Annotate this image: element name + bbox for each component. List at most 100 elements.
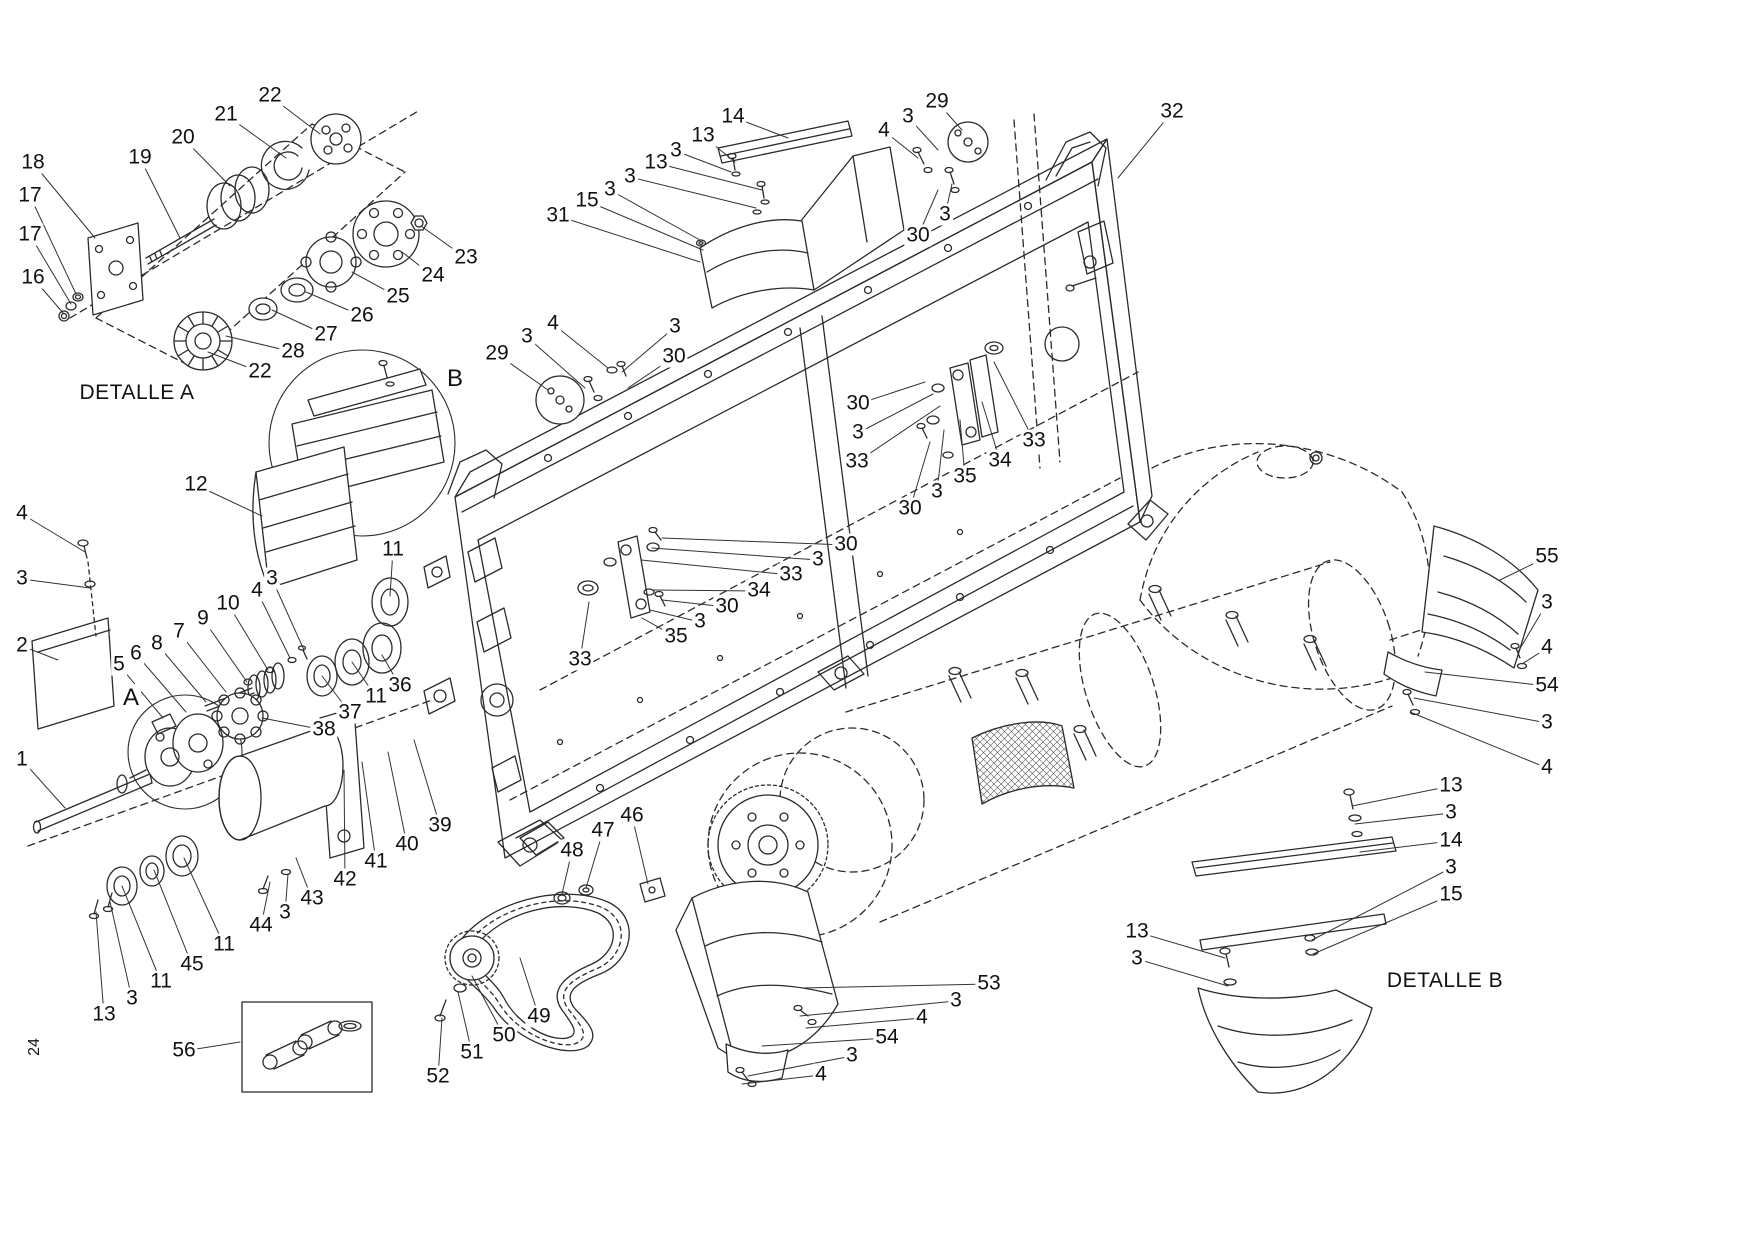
callout-3: 3 — [264, 566, 280, 590]
callout-47: 47 — [589, 818, 617, 842]
callout-13: 13 — [642, 150, 670, 174]
callout-35: 35 — [951, 464, 979, 488]
callout-3: 3 — [602, 177, 618, 201]
drive-sprocket — [707, 784, 829, 906]
page-number: 24 — [25, 1038, 43, 1056]
cover-disc-29 — [535, 360, 627, 425]
top-deflector-assembly — [695, 120, 989, 309]
callout-24: 24 — [419, 263, 447, 287]
callout-28: 28 — [279, 339, 307, 363]
callout-13: 13 — [90, 1002, 118, 1026]
shield-strip-54-right — [1383, 651, 1443, 697]
callout-3: 3 — [1539, 590, 1555, 614]
callout-21: 21 — [212, 102, 240, 126]
callout-3: 3 — [1443, 800, 1459, 824]
callout-3: 3 — [948, 988, 964, 1012]
callout-14: 14 — [719, 104, 747, 128]
callout-27: 27 — [312, 322, 340, 346]
callout-22: 22 — [256, 83, 284, 107]
callout-15: 15 — [573, 188, 601, 212]
callout-7: 7 — [171, 619, 187, 643]
drive-chain — [434, 877, 666, 1052]
side-shield-55 — [1421, 525, 1539, 669]
callout-13: 13 — [689, 123, 717, 147]
callout-33: 33 — [1020, 428, 1048, 452]
callout-12: 12 — [182, 472, 210, 496]
callout-37: 37 — [336, 700, 364, 724]
callout-3: 3 — [844, 1043, 860, 1067]
callout-3: 3 — [1129, 946, 1145, 970]
callout-3: 3 — [622, 164, 638, 188]
callout-30: 30 — [896, 496, 924, 520]
callout-3: 3 — [900, 104, 916, 128]
callout-23: 23 — [452, 245, 480, 269]
callout-9: 9 — [195, 606, 211, 630]
callout-15: 15 — [1437, 882, 1465, 906]
callout-18: 18 — [19, 150, 47, 174]
detail-a-letter: A — [120, 684, 142, 712]
callout-17: 17 — [16, 222, 44, 246]
callout-14: 14 — [1437, 828, 1465, 852]
callout-6: 6 — [128, 641, 144, 665]
drum-mesh-patch — [971, 721, 1075, 805]
rotor-drum-phantom — [707, 559, 1425, 938]
callout-20: 20 — [169, 125, 197, 149]
link-plates-right — [916, 341, 1004, 459]
callout-46: 46 — [618, 803, 646, 827]
callout-30: 30 — [904, 223, 932, 247]
callout-13: 13 — [1123, 919, 1151, 943]
callout-11: 11 — [148, 969, 174, 993]
callout-36: 36 — [386, 673, 414, 697]
callout-3: 3 — [667, 314, 683, 338]
link-plates-mid — [577, 526, 666, 619]
callout-33: 33 — [777, 562, 805, 586]
detail-b-circle — [252, 349, 456, 589]
callout-52: 52 — [424, 1064, 452, 1088]
callout-4: 4 — [914, 1005, 930, 1029]
callout-3: 3 — [124, 986, 140, 1010]
detail-a-assembly — [58, 109, 428, 371]
callout-4: 4 — [14, 501, 30, 525]
callout-3: 3 — [519, 324, 535, 348]
callout-43: 43 — [298, 886, 326, 910]
callout-32: 32 — [1158, 99, 1186, 123]
callout-55: 55 — [1533, 544, 1561, 568]
shield-53 — [675, 880, 839, 1088]
cover-hub-detail — [1309, 451, 1323, 465]
callout-50: 50 — [490, 1023, 518, 1047]
callout-3: 3 — [810, 547, 826, 571]
callout-17: 17 — [16, 183, 44, 207]
callout-53: 53 — [975, 971, 1003, 995]
callout-31: 31 — [544, 203, 572, 227]
callout-11: 11 — [380, 537, 406, 561]
callout-34: 34 — [986, 448, 1014, 472]
callout-54: 54 — [1533, 673, 1561, 697]
motor-assembly — [27, 539, 433, 920]
callout-3: 3 — [692, 609, 708, 633]
callout-3: 3 — [668, 138, 684, 162]
callout-4: 4 — [813, 1062, 829, 1086]
main-frame — [423, 113, 1169, 867]
callout-42: 42 — [331, 867, 359, 891]
callout-4: 4 — [1539, 755, 1555, 779]
leader-lines — [21, 95, 1548, 1085]
callout-19: 19 — [126, 145, 154, 169]
callout-1: 1 — [14, 747, 30, 771]
callout-48: 48 — [558, 838, 586, 862]
detail-b-assembly — [1191, 788, 1397, 1094]
callout-30: 30 — [713, 594, 741, 618]
callout-3: 3 — [850, 420, 866, 444]
callout-8: 8 — [149, 631, 165, 655]
callout-16: 16 — [19, 265, 47, 289]
rotor-cover-phantom — [1139, 442, 1431, 690]
callout-33: 33 — [843, 449, 871, 473]
callout-3: 3 — [1539, 710, 1555, 734]
callout-30: 30 — [832, 532, 860, 556]
detail-b-label: DETALLE B — [1384, 969, 1506, 993]
callout-44: 44 — [247, 913, 275, 937]
callout-30: 30 — [660, 344, 688, 368]
chain-link-box — [241, 1001, 373, 1093]
callout-11: 11 — [211, 932, 237, 956]
